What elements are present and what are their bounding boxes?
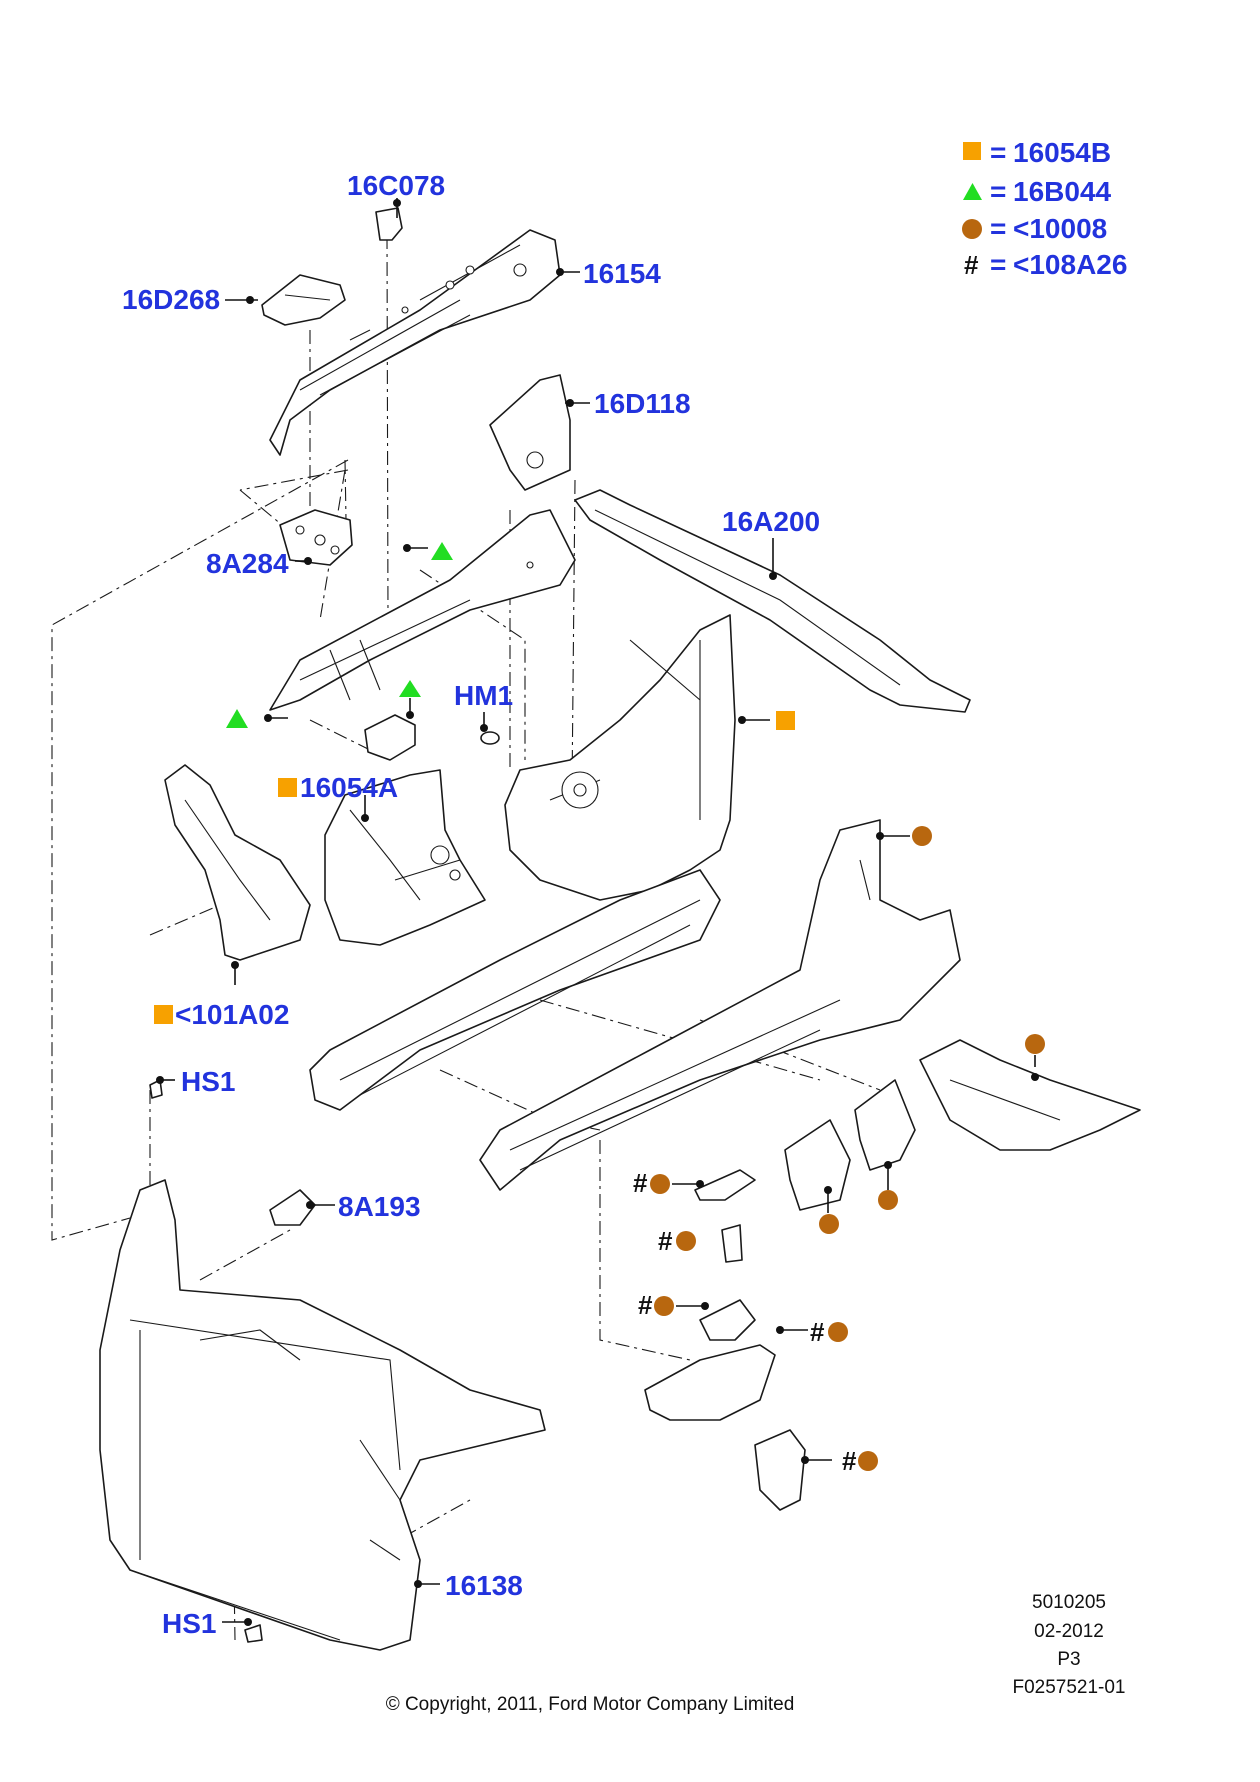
bracket-16C078: [375, 207, 403, 241]
legend-hash-label: <108A26: [1013, 249, 1127, 280]
circle-marker-icon: [1025, 1034, 1045, 1054]
small-brackets: [644, 1079, 916, 1511]
legend-equals: =: [990, 137, 1006, 168]
diagram-page: P3: [1057, 1649, 1080, 1670]
callout-16C078: 16C078: [347, 170, 445, 201]
callouts: 16C078 16154 16D268 16D118 16A200 8A284 …: [122, 170, 1045, 1639]
radiator-support-16138: [99, 1079, 546, 1651]
nut-HM1: [480, 731, 500, 745]
frame-rail-left: [309, 869, 721, 1111]
callout-101A02: <101A02: [175, 999, 289, 1030]
rear-bracket: [919, 1039, 1141, 1151]
square-marker-icon: [776, 711, 795, 730]
bracket-16D268: [261, 274, 346, 326]
legend-equals: =: [990, 176, 1006, 207]
legend-hash-symbol: #: [964, 250, 979, 280]
lower-rail: [269, 509, 576, 711]
hash-marker: #: [810, 1317, 825, 1347]
bracket-16B044: [364, 714, 416, 761]
footer: 5010205 02-2012 P3 F0257521-01 © Copyrig…: [386, 1592, 1126, 1715]
circle-marker-icon: [819, 1214, 839, 1234]
callout-HM1: HM1: [454, 680, 513, 711]
triangle-marker-icon: [399, 680, 421, 697]
callout-16054A: 16054A: [300, 772, 398, 803]
circle-marker-icon: [650, 1174, 670, 1194]
circle-marker-icon: [878, 1190, 898, 1210]
triangle-marker-icon: [226, 709, 248, 728]
triangle-marker-icon: [431, 542, 453, 560]
rail-16154: [269, 229, 561, 456]
square-marker-icon: [278, 778, 297, 797]
legend-triangle-icon: [963, 183, 982, 200]
circle-marker-icon: [912, 826, 932, 846]
square-marker-icon: [154, 1005, 173, 1024]
legend-equals: =: [990, 213, 1006, 244]
shock-tower-16054B: [504, 614, 736, 901]
legend-square-label: 16054B: [1013, 137, 1111, 168]
plate-8A284: [279, 509, 353, 566]
diagram-code: 5010205: [1032, 1592, 1106, 1613]
legend-circle-icon: [962, 219, 982, 239]
legend-circle-label: <10008: [1013, 213, 1107, 244]
circle-marker-icon: [654, 1296, 674, 1316]
callout-16D118: 16D118: [594, 388, 691, 419]
diagram-date: 02-2012: [1034, 1621, 1104, 1642]
callout-16154: 16154: [583, 258, 661, 289]
circle-marker-icon: [858, 1451, 878, 1471]
callout-HS1-top: HS1: [181, 1066, 235, 1097]
panel-16D118: [489, 374, 571, 491]
apron-101A02: [164, 764, 311, 961]
circle-marker-icon: [676, 1231, 696, 1251]
circle-marker-icon: [828, 1322, 848, 1342]
copyright-text: © Copyright, 2011, Ford Motor Company Li…: [386, 1694, 795, 1715]
callout-8A193: 8A193: [338, 1191, 421, 1222]
legend-triangle-label: 16B044: [1013, 176, 1112, 207]
callout-HS1-bottom: HS1: [162, 1608, 216, 1639]
hash-marker: #: [638, 1290, 653, 1320]
legend-equals: =: [990, 249, 1006, 280]
callout-16D268: 16D268: [122, 284, 220, 315]
callout-16138: 16138: [445, 1570, 523, 1601]
callout-8A284: 8A284: [206, 548, 289, 579]
callout-16A200: 16A200: [722, 506, 820, 537]
hash-marker: #: [633, 1168, 648, 1198]
legend: = 16054B = 16B044 = <10008 # = <108A26: [962, 137, 1127, 280]
diagram-ref: F0257521-01: [1012, 1677, 1125, 1698]
legend-square-icon: [963, 142, 981, 160]
frame-rail-right: [479, 819, 961, 1191]
crossmember-16A200: [574, 489, 971, 713]
hash-marker: #: [658, 1226, 673, 1256]
hash-marker: #: [842, 1446, 857, 1476]
